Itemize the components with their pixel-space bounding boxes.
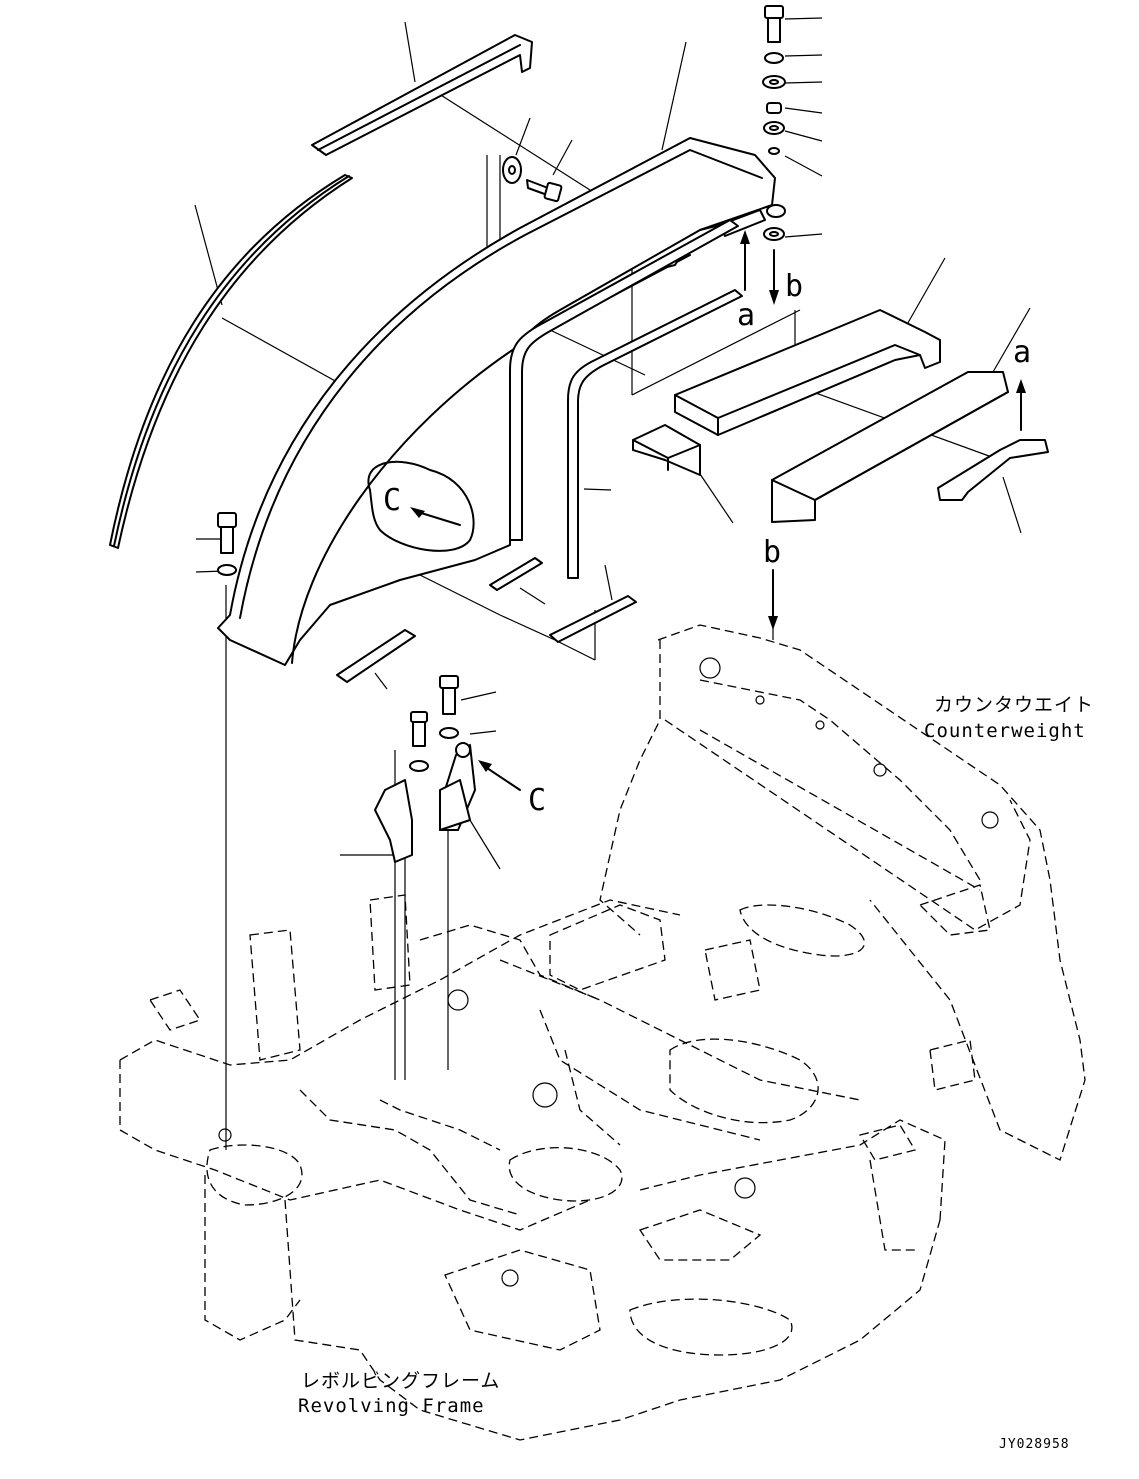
seal-strip-bent (509, 219, 743, 579)
arrow-a-right (1016, 379, 1026, 431)
bolt-left (217, 512, 237, 576)
marker-b-upper: b (785, 269, 803, 304)
arrow-b-upper (769, 249, 779, 305)
detail-c-region (367, 460, 475, 552)
revolving-frame-body (119, 894, 946, 1441)
revolving-frame-label-en: Revolving Frame (298, 1395, 485, 1417)
bracket-hardware (409, 675, 459, 772)
marker-c-detail: C (383, 483, 401, 518)
marker-a-upper: a (737, 298, 755, 333)
spacer-bars (336, 557, 637, 683)
marker-b-lower: b (763, 535, 781, 570)
counterweight-label-en: Counterweight (924, 720, 1086, 742)
weather-strip-long (109, 174, 353, 549)
washer-part (502, 156, 522, 184)
callout-leader-lines (194, 17, 1031, 870)
counterweight-label-jp: カウンタウエイト (934, 694, 1094, 716)
arrow-a-upper (740, 230, 750, 291)
stay-bracket (439, 742, 521, 831)
cushion-block-long (771, 371, 1009, 523)
clip-bracket (374, 779, 413, 863)
drawing-code: JY028958 (999, 1437, 1070, 1452)
hardware-stack (762, 5, 786, 241)
bolt-part (526, 179, 563, 203)
lever-plate (937, 439, 1049, 501)
revolving-frame-label-jp: レボルビングフレーム (301, 1370, 500, 1392)
arrow-b-lower (768, 569, 778, 630)
weather-strip-short (311, 34, 533, 156)
counterweight-body (599, 624, 1086, 1161)
cushion-block-bent (674, 309, 941, 436)
marker-c-bracket: C (528, 783, 546, 818)
marker-a-right: a (1013, 335, 1031, 370)
cushion-block-small (632, 424, 701, 476)
